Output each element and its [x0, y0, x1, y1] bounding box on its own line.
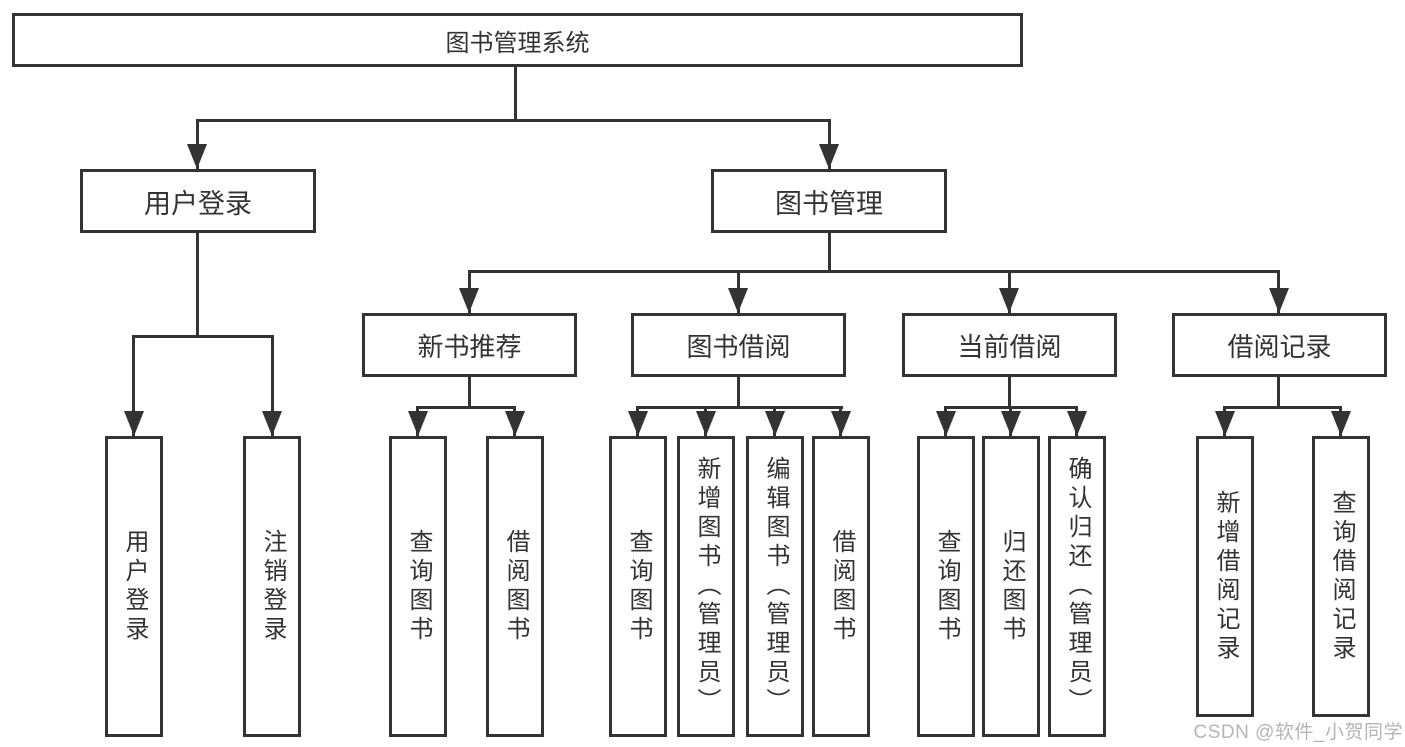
leaf-current-query-book: 查询图书 — [917, 436, 975, 737]
connector-split-record — [1223, 406, 1342, 409]
arrow-down-icon — [187, 144, 207, 169]
leaf-borrow-edit-book-admin: 编辑图书（管理员） — [746, 436, 804, 737]
leaf-user-login: 用户登录 — [105, 436, 163, 737]
arrow-down-icon — [124, 411, 144, 436]
arrow-down-icon — [936, 411, 956, 436]
arrow-down-icon — [1331, 411, 1351, 436]
node-new-book-recommend: 新书推荐 — [362, 313, 577, 377]
leaf-logout-login: 注销登录 — [243, 436, 301, 737]
connector-split-level2 — [468, 270, 1279, 273]
connector-split-recommend — [416, 406, 516, 409]
connector-record-trunk — [1277, 377, 1280, 407]
arrow-down-icon — [1067, 411, 1087, 436]
arrow-down-icon — [999, 288, 1019, 313]
connector-drop-leaf — [132, 335, 135, 436]
leaf-record-add-record: 新增借阅记录 — [1196, 436, 1254, 717]
arrow-down-icon — [459, 288, 479, 313]
connector-drop-leaf — [271, 335, 274, 436]
connector-split-borrow — [636, 406, 843, 409]
arrow-down-icon — [1215, 411, 1235, 436]
leaf-recommend-borrow-book: 借阅图书 — [486, 436, 544, 737]
leaf-recommend-query-book: 查询图书 — [389, 436, 447, 737]
connector-split-user-login — [132, 335, 274, 338]
node-user-login: 用户登录 — [80, 169, 316, 233]
arrow-down-icon — [1269, 288, 1289, 313]
arrow-down-icon — [696, 411, 716, 436]
arrow-down-icon — [728, 288, 748, 313]
arrow-down-icon — [505, 411, 525, 436]
node-borrow-record: 借阅记录 — [1172, 313, 1387, 377]
arrow-down-icon — [1001, 411, 1021, 436]
leaf-borrow-add-book-admin: 新增图书（管理员） — [677, 436, 735, 737]
node-book-management: 图书管理 — [711, 169, 947, 233]
leaf-borrow-query-book: 查询图书 — [609, 436, 667, 737]
leaf-record-query-record: 查询借阅记录 — [1312, 436, 1370, 717]
arrow-down-icon — [819, 144, 839, 169]
node-current-borrow: 当前借阅 — [902, 313, 1117, 377]
arrow-down-icon — [262, 411, 282, 436]
connector-user-login-trunk — [196, 233, 199, 337]
node-book-borrow: 图书借阅 — [631, 313, 846, 377]
connector-current-trunk — [1008, 377, 1011, 407]
node-library-system: 图书管理系统 — [12, 13, 1023, 67]
arrow-down-icon — [628, 411, 648, 436]
csdn-watermark: CSDN @软件_小贺同学 — [1193, 722, 1403, 743]
leaf-current-confirm-return-admin: 确认归还（管理员） — [1048, 436, 1106, 737]
connector-book-management-trunk — [828, 233, 831, 272]
connector-split-level1 — [196, 119, 831, 122]
leaf-current-return-book: 归还图书 — [982, 436, 1040, 737]
connector-recommend-trunk — [468, 377, 471, 407]
arrow-down-icon — [831, 411, 851, 436]
arrow-down-icon — [765, 411, 785, 436]
connector-borrow-trunk — [737, 377, 740, 407]
leaf-borrow-borrow-book: 借阅图书 — [812, 436, 870, 737]
connector-root-trunk — [514, 66, 517, 121]
arrow-down-icon — [408, 411, 428, 436]
